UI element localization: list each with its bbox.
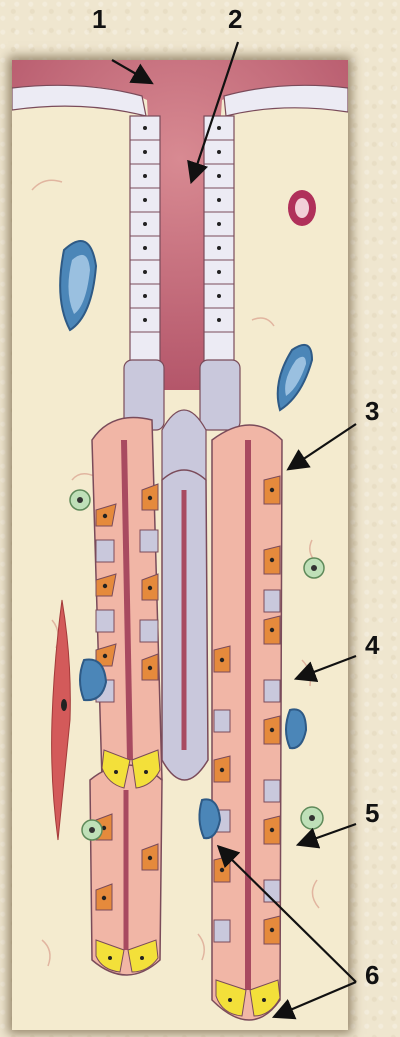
gland-illustration — [12, 60, 348, 1030]
label-6: 6 — [365, 960, 379, 991]
capillary-red — [288, 190, 316, 226]
label-5: 5 — [365, 798, 379, 829]
smooth-muscle-fiber — [52, 600, 71, 840]
label-3: 3 — [365, 396, 379, 427]
diagram-panel — [12, 60, 348, 1030]
label-1: 1 — [92, 4, 106, 35]
label-2: 2 — [228, 4, 242, 35]
label-4: 4 — [365, 630, 379, 661]
